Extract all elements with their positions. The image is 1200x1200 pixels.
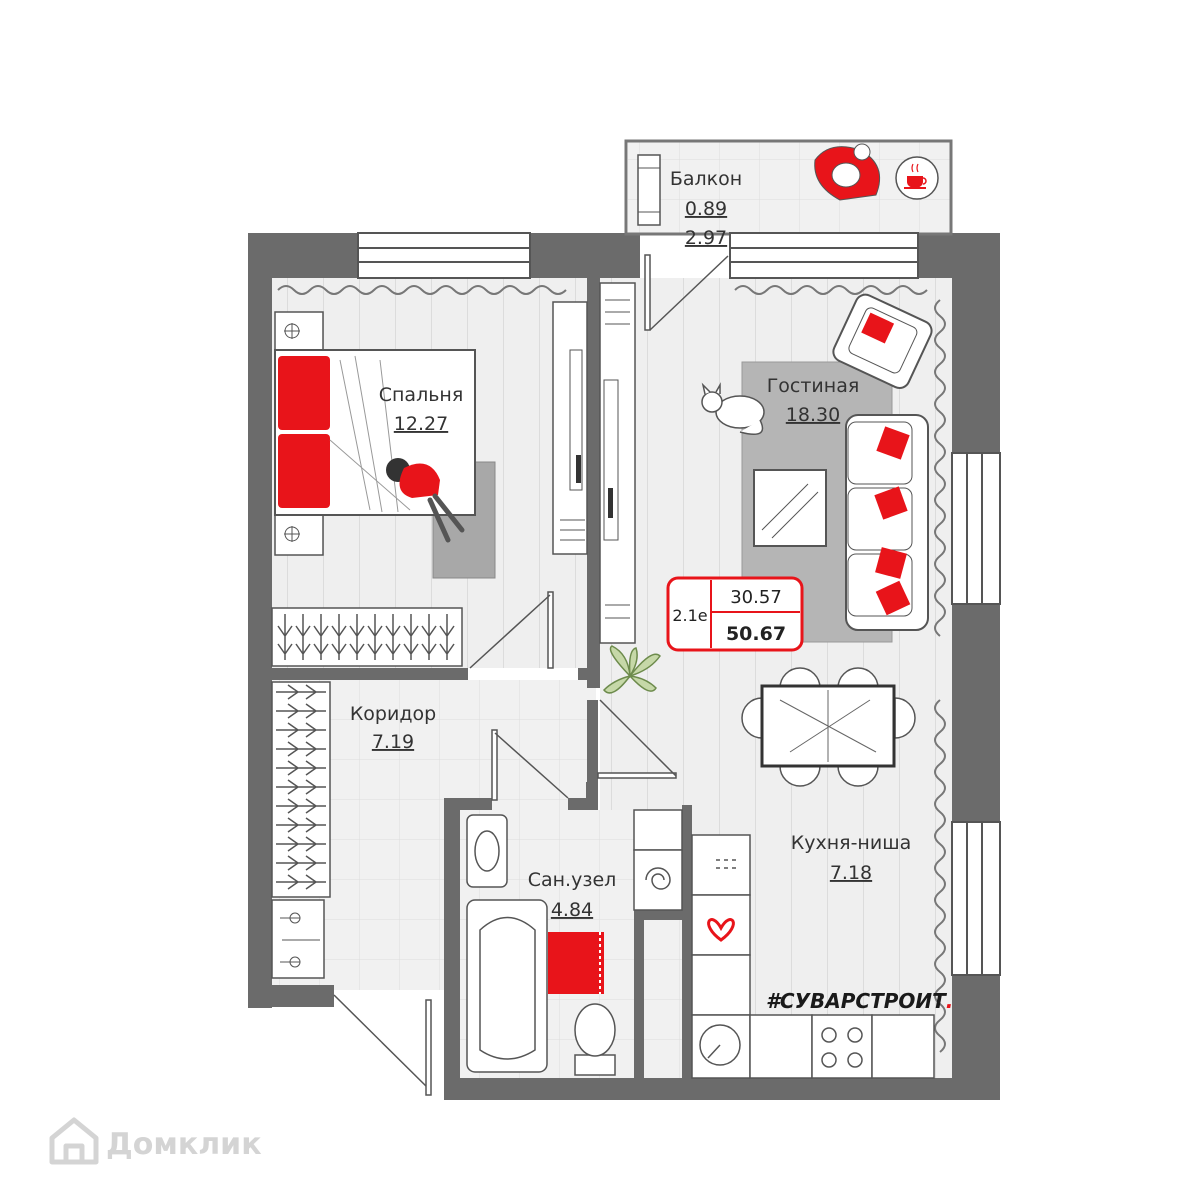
hanger — [276, 817, 326, 833]
hanger — [276, 703, 326, 719]
living-furniture — [599, 282, 933, 694]
hanger — [367, 614, 383, 660]
hanger — [295, 614, 311, 660]
balcony-name: Балкон — [670, 168, 742, 190]
hanger — [276, 855, 326, 871]
bath-mat — [548, 932, 604, 994]
hanger — [276, 798, 326, 814]
hanger — [276, 722, 326, 738]
balcony-furniture — [637, 143, 939, 226]
kitchen-units — [691, 834, 935, 1079]
person-on-chair-icon — [814, 143, 880, 201]
balcony-area-full: 2.97 — [685, 227, 727, 249]
person-icon — [386, 458, 465, 543]
bedroom-area: 12.27 — [394, 413, 448, 435]
brand-logo: #СУВАРСТРОИТ. — [766, 989, 953, 1013]
coffee-cup-icon — [895, 156, 939, 200]
heart-icon — [707, 918, 735, 942]
area-badge: 2.1e 30.57 50.67 — [666, 576, 804, 652]
windows — [357, 232, 1001, 976]
corridor-closet — [271, 681, 331, 898]
toilet — [574, 1003, 616, 1057]
living-area-total: 30.57 — [730, 587, 782, 608]
hanger — [276, 684, 326, 700]
hanger — [349, 614, 365, 660]
hanger — [331, 614, 347, 660]
hanger — [277, 614, 293, 660]
hanger — [313, 614, 329, 660]
brand-hashtag: #СУВАРСТРОИТ. — [766, 989, 953, 1013]
pillow — [278, 356, 330, 430]
hanger — [276, 779, 326, 795]
apartment-type: 2.1e — [672, 606, 707, 625]
hanger — [276, 836, 326, 852]
toilet-tank — [574, 1054, 616, 1076]
walls — [248, 233, 1000, 1100]
brand-hashtag-text: #СУВАРСТРОИТ — [766, 989, 947, 1013]
cat-icon — [701, 382, 765, 435]
dining-set — [741, 667, 916, 787]
curtains — [277, 285, 946, 1053]
corridor-area: 7.19 — [372, 731, 414, 753]
bedroom-furniture — [271, 301, 588, 667]
watermark-text: Домклик — [106, 1127, 262, 1162]
hanger — [276, 741, 326, 757]
kitchen-area: 7.18 — [830, 862, 872, 884]
brand-dot: . — [946, 989, 954, 1013]
armchair — [832, 293, 933, 389]
living-name: Гостиная — [767, 375, 860, 397]
bedroom-closet — [271, 607, 463, 667]
shoe-cabinet — [271, 899, 325, 979]
bathroom-area: 4.84 — [551, 899, 593, 921]
doors — [333, 254, 729, 1096]
hanger — [385, 614, 401, 660]
room-labels: Балкон 0.89 2.97 Спальня 12.27 Гостиная … — [350, 168, 911, 921]
bedroom-name: Спальня — [379, 384, 464, 406]
coffee-table — [753, 469, 827, 547]
bathroom-name: Сан.узел — [528, 869, 617, 891]
watermark: Домклик — [49, 1117, 262, 1165]
hanger — [403, 614, 419, 660]
pillow — [278, 434, 330, 508]
hanger — [439, 614, 455, 660]
total-area: 50.67 — [726, 623, 786, 645]
kitchen-name: Кухня-ниша — [791, 832, 912, 854]
hanger — [421, 614, 437, 660]
drying-rack — [637, 154, 661, 226]
hanger — [276, 874, 326, 890]
house-logo-icon — [49, 1117, 99, 1165]
plant-icon — [602, 645, 661, 694]
hanger — [276, 760, 326, 776]
balcony-area: 0.89 — [685, 198, 727, 220]
corridor-furniture — [271, 681, 331, 979]
bathroom-fixtures — [466, 809, 683, 1076]
living-area: 18.30 — [786, 404, 840, 426]
corridor-name: Коридор — [350, 703, 436, 725]
